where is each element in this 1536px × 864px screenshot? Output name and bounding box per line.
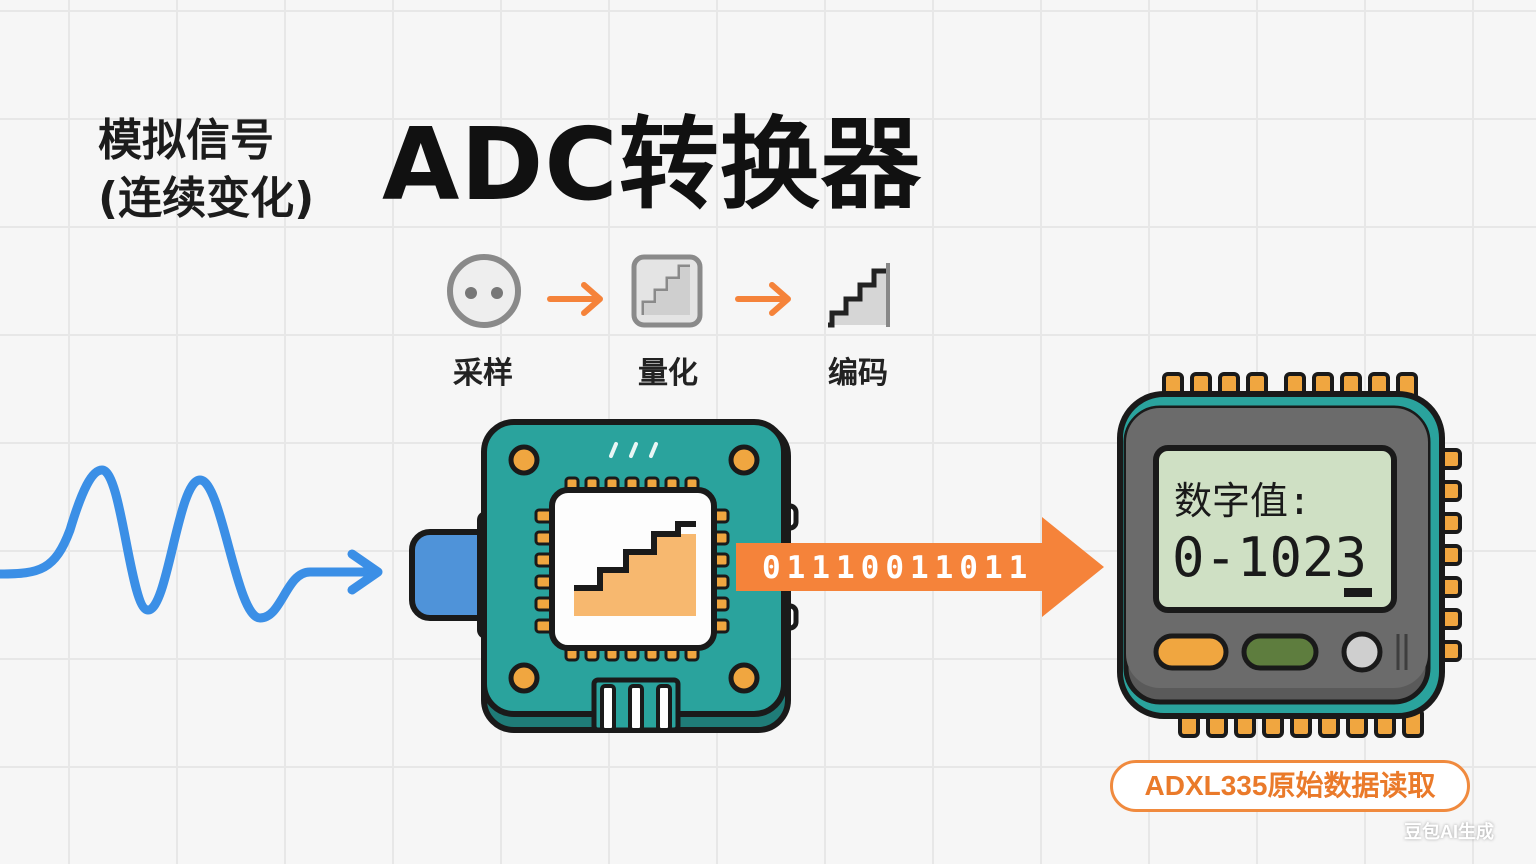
device-screen — [1153, 445, 1397, 613]
step-arrow-icon — [735, 282, 791, 316]
binary-arrow-shape — [736, 517, 1104, 617]
screw-hole — [508, 662, 540, 694]
watermark: 豆包AI生成 — [1404, 822, 1494, 842]
analog-wave — [0, 465, 383, 623]
screw-hole — [508, 444, 540, 476]
chip-staircase-line — [574, 521, 696, 591]
bottom-slot — [600, 684, 616, 732]
device-speaker-grille — [1396, 634, 1408, 670]
step-label-sampling: 采样 — [453, 356, 513, 391]
main-title: ADC转换器 — [382, 106, 922, 223]
analog-signal-line1: 模拟信号 — [98, 115, 274, 166]
screw-hole — [728, 662, 760, 694]
display-device: 数字值: 0-1023 — [1117, 372, 1462, 738]
analog-wave-line — [0, 465, 377, 623]
screw-hole — [728, 444, 760, 476]
bottom-slot — [656, 684, 672, 732]
bottom-slot — [628, 684, 644, 732]
analog-signal-line2: (连续变化) — [98, 173, 315, 224]
device-orange-button — [1153, 633, 1229, 671]
step-icons-row — [447, 254, 890, 328]
binary-output-text: 01110011011 — [762, 550, 1033, 586]
analog-wave-arrowhead — [347, 549, 383, 595]
quantization-icon — [631, 254, 703, 328]
device-green-button — [1241, 633, 1319, 671]
sampling-icon — [447, 254, 521, 328]
board-top-marks — [609, 442, 658, 458]
adc-board — [409, 419, 799, 733]
analog-signal-label: 模拟信号 (连续变化) — [98, 112, 358, 228]
device-round-button — [1341, 631, 1383, 673]
encoding-icon — [828, 263, 890, 328]
binary-arrow: 01110011011 — [736, 517, 1104, 617]
step-arrow-icon — [547, 282, 603, 316]
chip-staircase-fill — [574, 534, 696, 616]
adxl335-badge: ADXL335原始数据读取 — [1110, 760, 1470, 812]
display-line2: 0-1023 — [1172, 526, 1367, 589]
step-label-encoding: 编码 — [828, 356, 888, 391]
display-cursor — [1344, 588, 1372, 597]
step-label-quantization: 量化 — [638, 356, 698, 391]
display-line1: 数字值: — [1174, 479, 1311, 523]
